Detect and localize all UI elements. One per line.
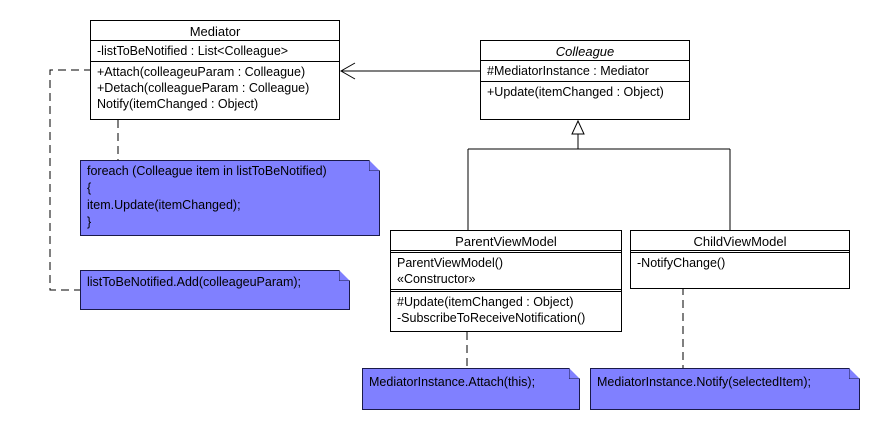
colleague-class-name: Colleague	[481, 41, 689, 61]
note-fold-icon	[569, 368, 580, 379]
colleague-operations: +Update(itemChanged : Object)	[481, 81, 689, 102]
mediator-class-name: Mediator	[91, 21, 339, 41]
child-view-model-class[interactable]: ChildViewModel -NotifyChange()	[630, 230, 850, 289]
colleague-attributes: #MediatorInstance : Mediator	[481, 61, 689, 81]
note-notify-implementation[interactable]: foreach (Colleague item in listToBeNotif…	[80, 160, 380, 236]
note-notify-line: foreach (Colleague item in listToBeNotif…	[87, 164, 327, 178]
parent-view-model-operation-update: #Update(itemChanged : Object)	[397, 295, 574, 309]
mediator-operations: +Attach(colleageuParam : Colleague) +Det…	[91, 61, 339, 114]
note-child-notify[interactable]: MediatorInstance.Notify(selectedItem);	[590, 368, 860, 410]
note-anchor-lines	[49, 69, 684, 368]
note-attach-line: listToBeNotified.Add(colleageuParam);	[87, 275, 301, 289]
note-attach-implementation[interactable]: listToBeNotified.Add(colleageuParam);	[80, 270, 350, 310]
parent-view-model-constructors: ParentViewModel() «Constructor»	[391, 253, 621, 289]
parent-view-model-stereotype: «Constructor»	[397, 272, 476, 286]
colleague-class[interactable]: Colleague #MediatorInstance : Mediator +…	[480, 40, 690, 120]
mediator-attributes: -listToBeNotified : List<Colleague>	[91, 41, 339, 61]
parent-view-model-operation-subscribe: -SubscribeToReceiveNotification()	[397, 311, 586, 325]
colleague-operation-update: +Update(itemChanged : Object)	[487, 85, 664, 99]
mediator-attribute: -listToBeNotified : List<Colleague>	[97, 44, 289, 58]
note-parent-attach-line: MediatorInstance.Attach(this);	[369, 375, 536, 389]
note-notify-line: item.Update(itemChanged);	[87, 198, 241, 212]
child-view-model-operations: -NotifyChange()	[631, 253, 849, 273]
mediator-operation-notify: Notify(itemChanged : Object)	[97, 97, 259, 111]
colleague-attribute: #MediatorInstance : Mediator	[487, 64, 649, 78]
child-view-model-class-name: ChildViewModel	[631, 231, 849, 253]
parent-view-model-constructor: ParentViewModel()	[397, 256, 504, 270]
note-parent-attach[interactable]: MediatorInstance.Attach(this);	[362, 368, 580, 410]
note-fold-icon	[339, 270, 350, 281]
note-notify-line: }	[87, 215, 92, 229]
parent-view-model-operations: #Update(itemChanged : Object) -Subscribe…	[391, 289, 621, 328]
parent-view-model-class[interactable]: ParentViewModel ParentViewModel() «Const…	[390, 230, 622, 332]
mediator-class[interactable]: Mediator -listToBeNotified : List<Collea…	[90, 20, 340, 120]
generalization-to-colleague	[467, 119, 731, 230]
note-notify-line: {	[87, 181, 92, 195]
note-fold-icon	[849, 368, 860, 379]
child-view-model-operation-notify-change: -NotifyChange()	[637, 256, 726, 270]
note-fold-icon	[369, 160, 380, 171]
association-colleague-to-mediator	[339, 62, 480, 80]
parent-view-model-class-name: ParentViewModel	[391, 231, 621, 253]
mediator-operation-attach: +Attach(colleageuParam : Colleague)	[97, 65, 306, 79]
note-child-notify-line: MediatorInstance.Notify(selectedItem);	[597, 375, 811, 389]
mediator-operation-detach: +Detach(colleagueParam : Colleague)	[97, 81, 310, 95]
